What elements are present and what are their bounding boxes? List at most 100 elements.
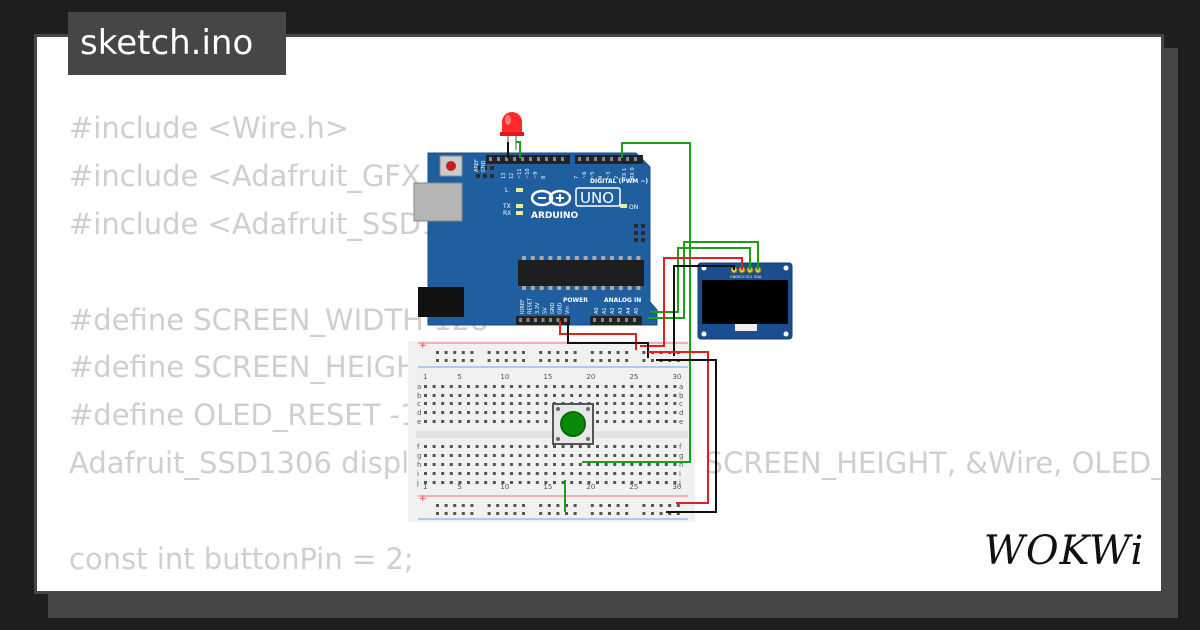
column-number: 15 [543,483,552,491]
analog-pin-label: A3 [618,307,624,314]
aref-label: AREF [474,159,480,172]
arduino-logo [530,189,572,207]
row-letter: g [417,452,421,460]
digital-pin-label: RX 0 [630,167,636,179]
reset-button[interactable] [446,161,456,171]
digital-pin-label: 13 [501,173,507,179]
digital-pin-label: ~9 [533,172,539,179]
analog-label: ANALOG IN [604,297,641,304]
column-number: 10 [500,373,509,381]
analog-pin-label: A1 [602,307,608,314]
analog-pin-label: A5 [634,307,640,314]
led-on-label: ON [629,204,638,211]
power-pin-label: Vin [565,306,571,314]
wire-rail-minus [656,359,717,513]
column-number: 1 [423,483,427,491]
power-jack [418,287,464,317]
digital-pin-label: 8 [541,176,547,179]
column-number: 25 [629,373,638,381]
power-label: POWER [563,297,588,304]
file-title-tab: sketch.ino [68,12,286,75]
gnd-label: GND [481,160,487,172]
oled-pin-label: SCL [746,275,753,279]
led-tx-label: TX [502,203,511,210]
row-letter: h [679,461,683,469]
power-pin-label: GND [550,302,556,314]
digital-pin-label: ~10 [525,168,531,179]
row-letter: e [417,418,421,426]
digital-pin-label: 4 [598,176,604,179]
power-pin-label: 3.3V [535,302,541,314]
code-line: #define OLED_RESET -1 [69,398,419,433]
row-letter: e [679,418,683,426]
wire-oled-gnd [673,265,735,356]
row-letter: i [417,470,419,478]
column-number: 1 [423,373,427,381]
column-number: 30 [672,373,681,381]
digital-pin-label: TX 1 [622,168,628,180]
oled-screen [702,280,788,324]
row-letter: j [678,479,681,487]
analog-header [590,316,642,325]
push-button[interactable] [552,403,594,445]
wires [507,141,759,513]
column-number: 20 [586,373,595,381]
led-rx-label: RX [503,210,511,217]
row-letter: b [679,392,684,400]
button-cap[interactable] [560,411,586,437]
wire-led-pin13 [516,141,521,158]
wire-rail-plus [648,351,709,504]
oled-pin-label: GND [730,275,738,279]
row-letter: a [679,383,683,391]
row-letter: d [417,409,421,417]
digital-pin-label: ~5 [590,172,596,179]
led-l-label: L [505,187,509,194]
column-number: 10 [500,483,509,491]
usb-port [413,182,463,222]
row-letter: c [417,400,421,408]
wire-oled-vcc [640,257,743,347]
column-number: 5 [457,373,461,381]
row-letter: g [679,452,683,460]
digital-pin-label: ~6 [582,172,588,179]
power-pin-label: RESET [528,297,534,314]
wire-pin2-button [582,142,691,463]
board-model: UNO [580,189,614,207]
wire-gnd [567,321,649,358]
code-line: const int ledPin = 13; [69,584,1161,591]
digital-pin-label: ~3 [606,172,612,179]
digital-label: DIGITAL (PWM ~) [590,178,648,185]
wire-oled-sda [648,241,759,319]
column-number: 5 [457,483,461,491]
analog-pin-label: A0 [594,307,600,314]
power-pin-label: IOREF [520,299,526,314]
rail-plus-bottom: + [419,494,427,504]
rail-plus-top: + [419,341,427,351]
oled-pin-label: VCC [738,275,746,279]
column-number: 20 [586,483,595,491]
analog-pin-label: A4 [626,307,632,314]
row-letter: h [417,461,421,469]
row-letter: c [679,400,683,408]
power-pin-label: 5V [543,307,549,314]
row-letter: f [417,443,420,451]
digital-header-high [486,155,570,164]
digital-pin-label: 7 [574,176,580,179]
code-line: #include <Wire.h> [69,111,350,145]
column-number: 30 [672,483,681,491]
digital-pin-label: 2 [614,176,620,179]
digital-pin-label: 12 [509,173,515,179]
row-letter: a [417,383,421,391]
column-number: 25 [629,483,638,491]
analog-pin-label: A2 [610,307,616,314]
digital-pin-label: ~11 [517,168,523,179]
